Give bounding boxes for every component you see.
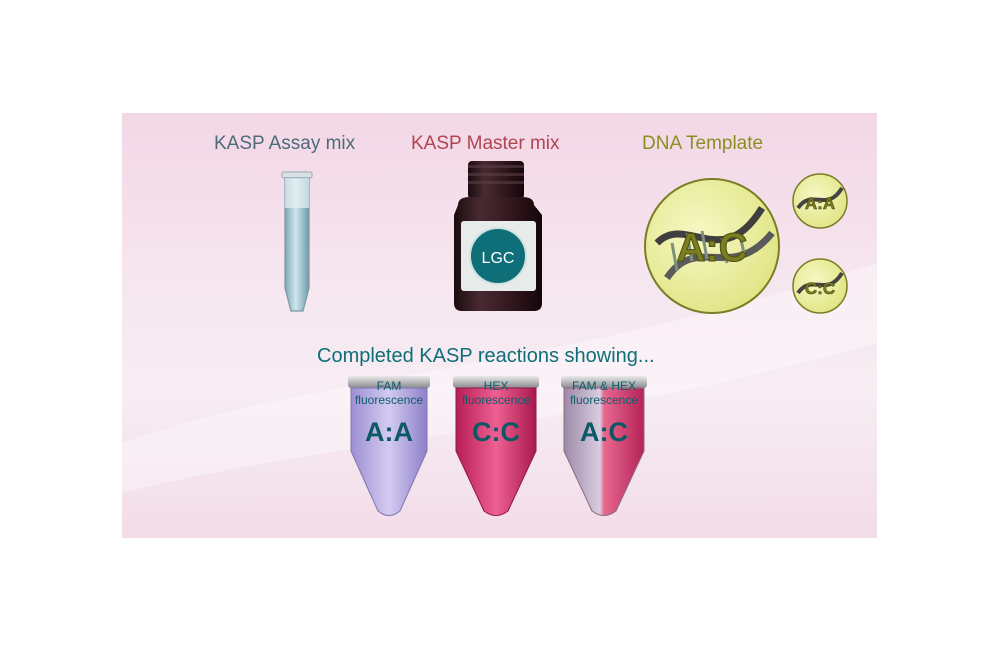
diagram-panel: LGC A:C A:A C:C: [122, 113, 877, 538]
assay-tube-icon: [281, 171, 313, 312]
tube-fam-line1: FAM: [376, 379, 402, 393]
tube-hex-genotype: C:C: [472, 417, 520, 447]
dna-small-top-genotype: A:A: [805, 194, 835, 213]
tube-hex-line1: HEX: [483, 379, 509, 393]
tube-fam-hex-text: FAM & HEX fluorescence A:C: [561, 379, 647, 448]
reaction-tube-hex: [453, 376, 539, 516]
tube-fam-genotype: A:A: [365, 417, 413, 447]
dna-small-bottom-genotype: C:C: [805, 279, 835, 298]
master-mix-label: KASP Master mix: [411, 133, 560, 154]
bottle-logo: LGC: [482, 250, 515, 267]
tube-fam-hex-line1: FAM & HEX: [571, 379, 636, 393]
completed-reactions-label: Completed KASP reactions showing...: [317, 345, 655, 367]
reaction-tube-fam: [348, 376, 430, 516]
tube-fam-hex-genotype: A:C: [580, 417, 628, 447]
illustration: LGC A:C A:A C:C: [122, 161, 877, 516]
tube-fam-text: FAM fluorescence A:A: [348, 379, 430, 448]
tube-fam-line2: fluorescence: [354, 393, 424, 407]
dna-template-label: DNA Template: [642, 133, 764, 154]
tube-hex-text: HEX fluorescence C:C: [453, 379, 539, 448]
reaction-tube-fam-hex: [561, 376, 647, 516]
dna-template-disc-main: A:C: [644, 178, 780, 314]
tube-hex-line2: fluorescence: [461, 393, 531, 407]
dna-template-disc-small-bottom: C:C: [792, 258, 848, 314]
tube-fam-hex-line2: fluorescence: [569, 393, 639, 407]
assay-mix-label: KASP Assay mix: [214, 133, 356, 154]
dna-template-disc-small-top: A:A: [792, 173, 848, 229]
dna-main-genotype: A:C: [676, 226, 747, 270]
master-mix-bottle-icon: LGC: [454, 161, 542, 311]
